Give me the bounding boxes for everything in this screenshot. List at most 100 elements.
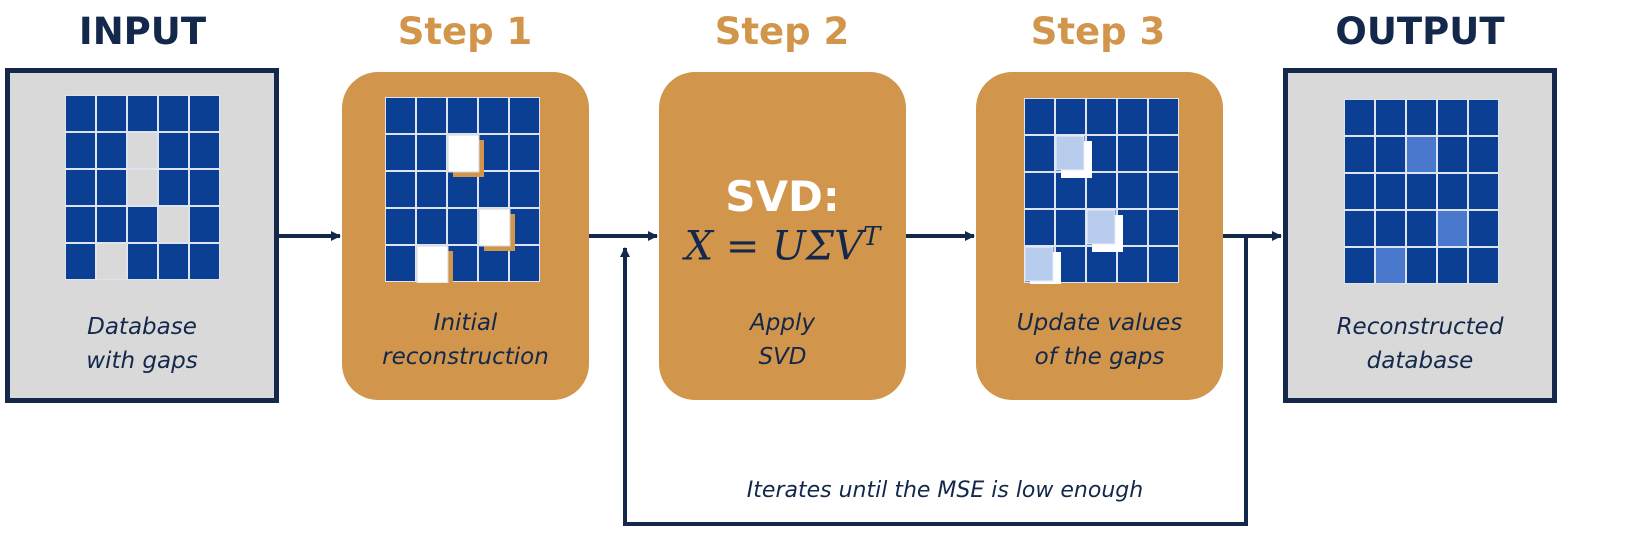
matrix-cell <box>159 244 188 279</box>
matrix-cell <box>1407 137 1436 172</box>
matrix-cell <box>1149 210 1178 245</box>
matrix-cell <box>159 207 188 242</box>
matrix-cell <box>417 209 446 244</box>
matrix-cell <box>1376 248 1405 283</box>
matrix-cell <box>1149 247 1178 282</box>
step3-caption-line1: Update values <box>1016 310 1183 336</box>
output-caption: Reconstructed database <box>1288 310 1552 378</box>
matrix-cell <box>417 98 446 133</box>
matrix-cell <box>190 170 219 205</box>
matrix-cell <box>386 172 415 207</box>
matrix-cell <box>97 207 126 242</box>
matrix-cell <box>1438 137 1467 172</box>
matrix-cell <box>159 170 188 205</box>
matrix-cell <box>1407 211 1436 246</box>
input-heading: INPUT <box>78 10 207 53</box>
iteration-loop-arrow <box>620 236 1248 526</box>
matrix-cell <box>66 96 95 131</box>
matrix-cell <box>190 244 219 279</box>
output-panel: Reconstructed database <box>1283 68 1557 403</box>
matrix-cell <box>479 98 508 133</box>
input-matrix <box>65 95 220 280</box>
loop-label: Iterates until the MSE is low enough <box>746 478 1144 503</box>
matrix-cell <box>1407 174 1436 209</box>
matrix-cell <box>479 172 508 207</box>
matrix-cell <box>1118 247 1147 282</box>
matrix-cell <box>1087 99 1116 134</box>
matrix-cell <box>97 96 126 131</box>
step1-caption-line1: Initial <box>433 310 498 336</box>
matrix-cell <box>386 98 415 133</box>
matrix-cell <box>1087 173 1116 208</box>
matrix-cell <box>1149 99 1178 134</box>
step3-caption: Update values of the gaps <box>976 306 1223 374</box>
matrix-cell <box>386 246 415 281</box>
matrix-cell <box>1149 136 1178 171</box>
matrix-cell <box>448 209 477 244</box>
matrix-cell <box>190 96 219 131</box>
formula-lhs: X <box>684 223 714 270</box>
step2-panel: SVD: X = UΣVT Apply SVD <box>659 72 906 400</box>
step1-caption-line2: reconstruction <box>382 344 549 370</box>
matrix-cell <box>1407 248 1436 283</box>
step2-caption-line1: Apply <box>750 310 815 336</box>
matrix-cell <box>1056 173 1085 208</box>
matrix-cell <box>128 133 157 168</box>
matrix-cell <box>1025 173 1054 208</box>
updated-value <box>1086 209 1116 245</box>
gap-fill <box>447 134 480 173</box>
input-caption: Database with gaps <box>10 310 274 378</box>
matrix-cell <box>1376 137 1405 172</box>
matrix-cell <box>128 207 157 242</box>
matrix-cell <box>190 207 219 242</box>
matrix-cell <box>1149 173 1178 208</box>
step2-heading: Step 2 <box>714 10 850 53</box>
matrix-cell <box>97 170 126 205</box>
matrix-cell <box>1469 100 1498 135</box>
matrix-cell <box>97 244 126 279</box>
step2-caption-line2: SVD <box>758 344 807 370</box>
output-matrix <box>1344 99 1499 284</box>
matrix-cell <box>66 244 95 279</box>
matrix-cell <box>1345 174 1374 209</box>
matrix-cell <box>159 133 188 168</box>
matrix-cell <box>1469 248 1498 283</box>
step3-panel: Update values of the gaps <box>976 72 1223 400</box>
matrix-cell <box>97 133 126 168</box>
matrix-cell <box>417 135 446 170</box>
matrix-cell <box>1469 174 1498 209</box>
formula-rhs: UΣV <box>772 223 863 270</box>
matrix-cell <box>128 170 157 205</box>
matrix-cell <box>1025 210 1054 245</box>
svd-formula: X = UΣVT <box>684 222 881 270</box>
matrix-cell <box>1407 100 1436 135</box>
svd-title: SVD: <box>725 172 840 221</box>
input-caption-line2: with gaps <box>86 348 198 374</box>
matrix-cell <box>510 246 539 281</box>
step1-heading: Step 1 <box>397 10 533 53</box>
matrix-cell <box>1118 173 1147 208</box>
gap-fill <box>478 208 511 247</box>
matrix-cell <box>417 172 446 207</box>
step1-caption: Initial reconstruction <box>342 306 589 374</box>
step1-matrix <box>385 97 540 283</box>
matrix-cell <box>1025 136 1054 171</box>
matrix-cell <box>386 209 415 244</box>
matrix-cell <box>128 244 157 279</box>
output-caption-line2: database <box>1366 348 1474 374</box>
matrix-cell <box>448 98 477 133</box>
matrix-cell <box>66 207 95 242</box>
matrix-cell <box>386 135 415 170</box>
matrix-cell <box>1118 99 1147 134</box>
matrix-cell <box>1345 137 1374 172</box>
gap-fill <box>416 245 449 283</box>
step2-caption: Apply SVD <box>659 306 906 374</box>
step3-caption-line2: of the gaps <box>1034 344 1165 370</box>
matrix-cell <box>1469 137 1498 172</box>
output-heading: OUTPUT <box>1335 10 1505 53</box>
matrix-cell <box>190 133 219 168</box>
matrix-cell <box>510 135 539 170</box>
matrix-cell <box>479 246 508 281</box>
matrix-cell <box>1345 211 1374 246</box>
matrix-cell <box>1376 174 1405 209</box>
